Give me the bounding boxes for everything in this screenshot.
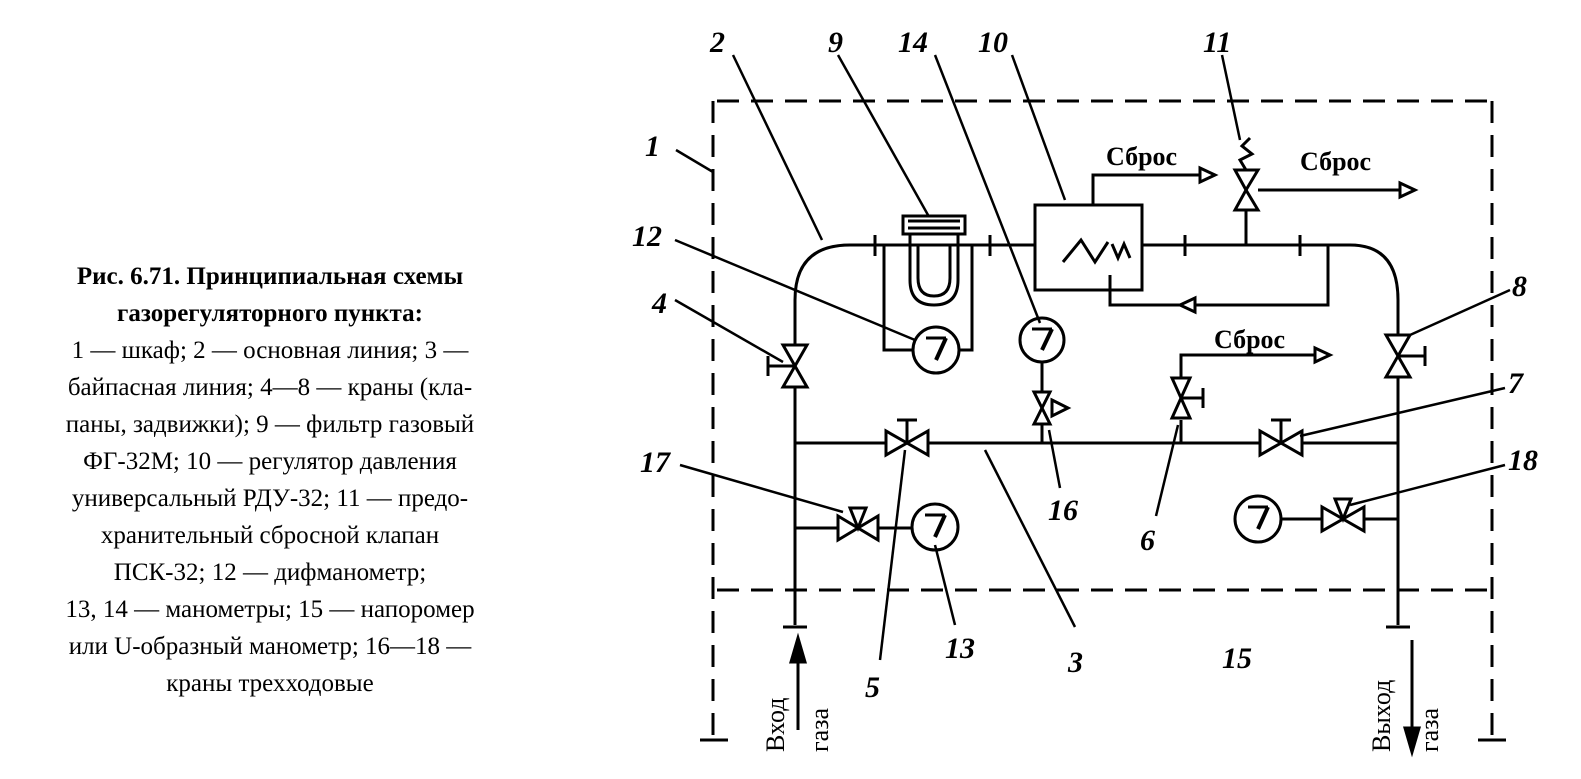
caption-line: или U-образный манометр; 16—18 — [68, 633, 472, 660]
discharge-label-safety-valve: Сброс [1300, 147, 1371, 176]
leader-lines [674, 54, 1511, 661]
caption-line: 1 — шкаф; 2 — основная линия; 3 — [71, 337, 469, 364]
dp-gauge-12 [911, 325, 961, 375]
label-number-15: 15 [1222, 642, 1252, 675]
label-number-11: 11 [1203, 26, 1231, 59]
valve-7 [1258, 418, 1304, 458]
label-number-16: 16 [1048, 494, 1078, 527]
manometer-13 [910, 502, 960, 552]
caption-title-line-1: Рис. 6.71. Принципиальная схемы [76, 263, 464, 290]
label-number-10: 10 [978, 26, 1008, 59]
label-number-9: 9 [828, 26, 843, 59]
three-way-valve-17 [836, 506, 880, 543]
three-way-valve-16 [1031, 390, 1072, 426]
discharge-label-regulator: Сброс [1106, 142, 1177, 171]
pressure-gauge-15 [1233, 494, 1283, 544]
valve-4 [766, 343, 810, 389]
safety-valve-11 [1232, 136, 1419, 245]
caption-line: хранительный сбросной клапан [100, 522, 440, 549]
valve-8 [1383, 333, 1427, 379]
caption-line: ФГ-32М; 10 — регулятор давления [83, 448, 457, 475]
label-number-1: 1 [645, 130, 660, 163]
label-number-13: 13 [945, 632, 975, 665]
inlet-label-word-1: Вход [761, 698, 790, 753]
dp-gauge-tube-right [960, 245, 974, 352]
pressure-regulator-10 [1033, 165, 1330, 315]
discharge-label-purge: Сброс [1214, 325, 1285, 354]
main-line-flanges [873, 235, 1302, 256]
label-number-3: 3 [1067, 646, 1083, 679]
label-number-5: 5 [865, 671, 880, 704]
label-number-18: 18 [1508, 444, 1538, 477]
caption-line: байпасная линия; 4—8 — краны (кла- [67, 374, 473, 401]
inlet-arrow-head [789, 632, 807, 664]
label-number-12: 12 [632, 220, 662, 253]
label-number-17: 17 [640, 446, 671, 479]
inlet-label-word-2: газа [805, 708, 834, 752]
caption-line: универсальный РДУ-32; 11 — предо- [71, 485, 469, 512]
label-number-8: 8 [1512, 270, 1527, 303]
label-number-2: 2 [709, 26, 725, 59]
outlet-label-word-2: газа [1415, 708, 1444, 752]
label-number-6: 6 [1140, 524, 1155, 557]
outlet-arrow-head [1403, 726, 1421, 758]
caption-title-line-2: газорегуляторного пункта: [117, 300, 423, 327]
caption-line: ПСК-32; 12 — дифманометр; [113, 559, 427, 586]
dp-gauge-tube-left [882, 245, 912, 352]
three-way-valve-18 [1320, 497, 1366, 534]
caption-line: паны, задвижки); 9 — фильтр газовый [65, 411, 475, 438]
filter-9 [901, 214, 967, 307]
cabinet-outline [711, 99, 1494, 735]
label-number-7: 7 [1508, 367, 1524, 400]
caption-line: 13, 14 — манометры; 15 — напоромер [65, 596, 475, 623]
valve-5 [884, 418, 930, 458]
outlet-label-word-1: Выход [1367, 680, 1396, 752]
label-number-14: 14 [898, 26, 928, 59]
caption-line: краны трехходовые [166, 670, 374, 697]
label-number-4: 4 [651, 287, 667, 320]
figure-caption: Рис. 6.71. Принципиальная схемы газорегу… [0, 258, 540, 702]
valve-6 [1169, 345, 1334, 443]
